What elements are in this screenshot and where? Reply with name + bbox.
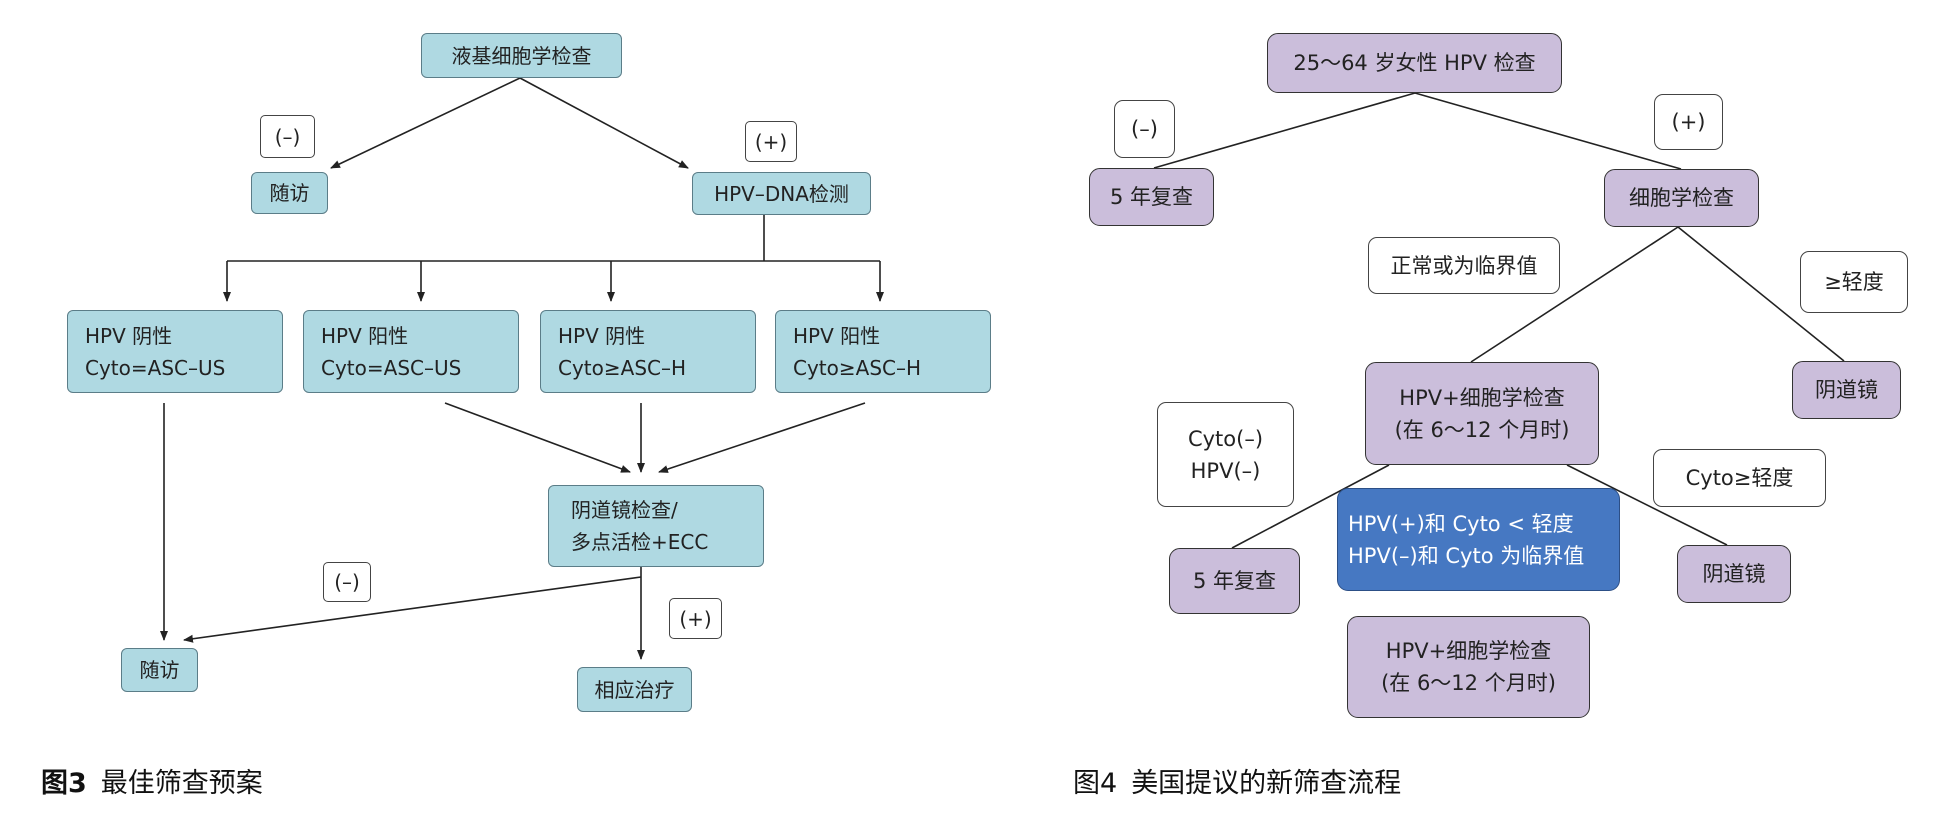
negative-tag: (–) (323, 562, 371, 602)
branch-cyto-status: Cyto≥ASC–H (793, 355, 922, 380)
hpv-dna-test-label: HPV–DNA检测 (714, 181, 849, 206)
colposcopy-label: 阴道镜 (1815, 378, 1878, 402)
cotest-line-2: (在 6～12 个月时) (1394, 417, 1570, 442)
treatment-label: 相应治疗 (594, 677, 675, 702)
branch-hpv-status: HPV 阳性 (321, 323, 409, 348)
branch-hpv-status: HPV 阴性 (558, 323, 646, 348)
branch-node: HPV 阴性 Cyto≥ASC–H (540, 310, 756, 393)
recheck-5yr-label: 5 年复查 (1109, 185, 1194, 209)
normal-borderline-tag: 正常或为临界值 (1368, 237, 1560, 294)
arrow-colposcopy-to-followup (183, 576, 642, 643)
lbc-test-label: 液基细胞学检查 (451, 43, 592, 68)
branch-cyto-status: Cyto≥ASC–H (558, 355, 687, 380)
colposcopy-biopsy-line-2: 多点活检+ECC (571, 530, 709, 554)
followup-node: 随访 (121, 648, 198, 692)
positive-tag-label: (+) (754, 129, 788, 154)
figure-3-caption-label: 图3 (41, 768, 87, 799)
branch-cyto-status: Cyto=ASC–US (321, 355, 462, 380)
colposcopy-node: 阴道镜 (1792, 361, 1901, 419)
colposcopy-biopsy-node: 阴道镜检查/ 多点活检+ECC (548, 485, 764, 567)
negative-tag-label: (–) (334, 570, 360, 594)
colposcopy-node: 阴道镜 (1677, 545, 1791, 603)
branch-cyto-status: Cyto=ASC–US (85, 355, 226, 380)
colposcopy-biopsy-line-1: 阴道镜检查/ (571, 498, 678, 522)
positive-tag-label: (+) (1671, 110, 1706, 134)
branch-node: HPV 阳性 Cyto=ASC–US (303, 310, 519, 393)
treatment-node: 相应治疗 (577, 667, 692, 712)
figure-4-caption-text: 美国提议的新筛查流程 (1131, 768, 1402, 799)
cotest-line-1: HPV+细胞学检查 (1385, 639, 1552, 663)
intermediate-result-node: HPV(+)和 Cyto < 轻度 HPV(–)和 Cyto 为临界值 (1337, 488, 1620, 591)
mild-or-worse-tag: ≥轻度 (1800, 251, 1908, 313)
cotest-line-2: (在 6～12 个月时) (1381, 671, 1556, 695)
cyto-mild-or-worse-label: Cyto≥轻度 (1685, 466, 1794, 490)
positive-tag: (+) (745, 121, 797, 162)
line-cotest-to-recheck (1231, 464, 1390, 549)
double-negative-line-2: HPV(–) (1190, 458, 1261, 483)
cotest-line-1: HPV+细胞学检查 (1399, 385, 1565, 410)
positive-tag-label: (+) (679, 606, 712, 631)
cytology-label: 细胞学检查 (1629, 186, 1734, 210)
recheck-5yr-label: 5 年复查 (1192, 569, 1277, 593)
branch-hpv-status: HPV 阴性 (85, 323, 173, 348)
cotest-node: HPV+细胞学检查 (在 6～12 个月时) (1365, 362, 1599, 465)
line-cytology-to-cotest (1470, 226, 1679, 363)
negative-tag-label: (–) (1131, 117, 1158, 141)
hpv-screening-root-label: 25～64 岁女性 HPV 检查 (1293, 51, 1536, 75)
negative-tag: (–) (1114, 100, 1175, 158)
double-negative-line-1: Cyto(–) (1187, 426, 1264, 451)
arrow-branch-4-to-colposcopy (658, 402, 866, 473)
followup-node: 随访 (251, 172, 328, 214)
intermediate-result-line-2: HPV(–)和 Cyto 为临界值 (1348, 543, 1585, 568)
intermediate-result-line-1: HPV(+)和 Cyto < 轻度 (1348, 511, 1574, 536)
figure-3-caption: 图3 最佳筛查预案 (41, 766, 263, 802)
line-root-to-recheck (1153, 92, 1416, 169)
branch-hpv-status: HPV 阳性 (793, 323, 881, 348)
hpv-screening-root-node: 25～64 岁女性 HPV 检查 (1267, 33, 1562, 93)
followup-label: 随访 (139, 658, 180, 682)
followup-label: 随访 (269, 181, 310, 205)
arrow-top-to-followup (330, 77, 521, 169)
cytology-node: 细胞学检查 (1604, 169, 1759, 227)
colposcopy-label: 阴道镜 (1702, 562, 1766, 586)
figure-4-caption-label: 图4 (1073, 768, 1118, 799)
recheck-5yr-node: 5 年复查 (1169, 548, 1300, 614)
line-cytology-to-colposcopy (1677, 226, 1845, 362)
lbc-test-node: 液基细胞学检查 (421, 33, 622, 78)
positive-tag: (+) (669, 598, 722, 639)
branch-node: HPV 阴性 Cyto=ASC–US (67, 310, 283, 393)
cyto-mild-or-worse-tag: Cyto≥轻度 (1653, 449, 1826, 507)
negative-tag: (–) (260, 115, 315, 158)
double-negative-tag: Cyto(–) HPV(–) (1157, 402, 1294, 507)
cotest-node: HPV+细胞学检查 (在 6～12 个月时) (1347, 616, 1590, 718)
hpv-dna-test-node: HPV–DNA检测 (692, 172, 871, 215)
normal-borderline-label: 正常或为临界值 (1390, 253, 1538, 278)
arrow-branch-2-to-colposcopy (444, 402, 631, 473)
arrow-top-to-hpv-dna (519, 77, 689, 169)
branch-node: HPV 阳性 Cyto≥ASC–H (775, 310, 991, 393)
mild-or-worse-label: ≥轻度 (1824, 270, 1884, 294)
figure-3-caption-text: 最佳筛查预案 (100, 768, 263, 799)
line-root-to-cytology (1414, 92, 1682, 170)
line-cotest-to-colposcopy (1566, 464, 1728, 546)
positive-tag: (+) (1654, 94, 1723, 150)
recheck-5yr-node: 5 年复查 (1089, 168, 1214, 226)
negative-tag-label: (–) (274, 124, 301, 149)
figure-4-caption: 图4 美国提议的新筛查流程 (1073, 766, 1401, 802)
